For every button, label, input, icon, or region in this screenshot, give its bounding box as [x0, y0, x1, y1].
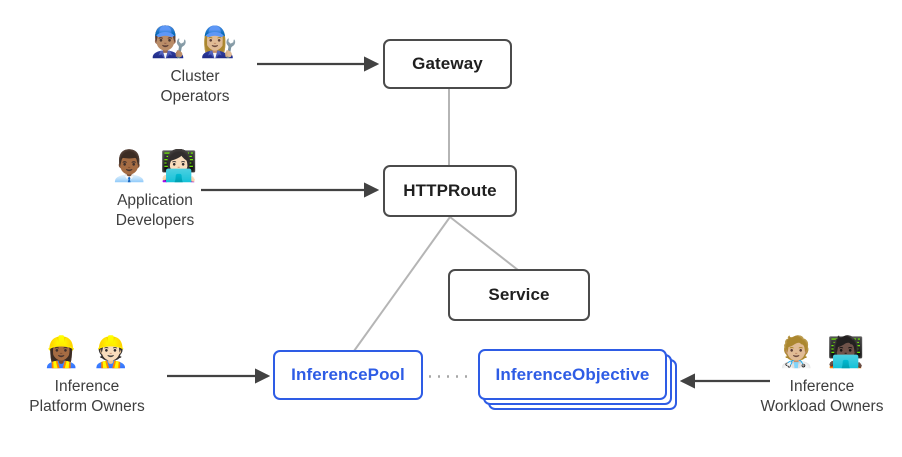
node-httproute: HTTPRoute — [383, 165, 517, 217]
application-developers-label-line2: Developers — [115, 212, 195, 229]
node-inferenceobjective-label: InferenceObjective — [495, 364, 650, 384]
persona-inference-workload-owners: 🧑🏼‍⚕️ 🧑🏿‍💻 Inference Workload Owners — [740, 334, 902, 417]
node-inferencepool: InferencePool — [273, 350, 423, 400]
inference-platform-owners-label-line2: Platform Owners — [29, 398, 145, 415]
application-developers-label: Application Developers — [75, 191, 235, 231]
application-developers-label-line1: Application — [117, 192, 193, 209]
edge-httproute-service — [449, 216, 519, 271]
inference-workload-owners-label-line2: Workload Owners — [760, 398, 884, 415]
cluster-operators-label-line2: Operators — [160, 88, 230, 105]
persona-application-developers: 👨🏾‍💼 👩🏻‍💻 Application Developers — [75, 148, 235, 231]
inference-platform-owners-emoji: 👷🏾‍♀️ 👷🏻 — [42, 336, 132, 369]
inference-workload-owners-label-line1: Inference — [789, 378, 855, 395]
persona-cluster-operators: 👨🏽‍🔧 👩🏼‍🔧 Cluster Operators — [115, 24, 275, 107]
node-gateway: Gateway — [383, 39, 512, 89]
inference-platform-owners-label-line1: Inference — [54, 378, 120, 395]
node-inferenceobjective: InferenceObjective — [478, 349, 667, 400]
node-gateway-label: Gateway — [412, 54, 483, 73]
node-service: Service — [448, 269, 590, 321]
persona-inference-platform-owners: 👷🏾‍♀️ 👷🏻 Inference Platform Owners — [5, 334, 169, 417]
cluster-operators-emoji: 👨🏽‍🔧 👩🏼‍🔧 — [150, 26, 240, 59]
cluster-operators-label-line1: Cluster — [170, 68, 220, 85]
edge-httproute-inferencepool — [353, 216, 451, 352]
node-service-label: Service — [488, 285, 550, 304]
node-httproute-label: HTTPRoute — [403, 181, 497, 200]
inference-workload-owners-label: Inference Workload Owners — [740, 377, 902, 417]
cluster-operators-label: Cluster Operators — [115, 67, 275, 107]
inference-workload-owners-emoji: 🧑🏼‍⚕️ 🧑🏿‍💻 — [777, 336, 867, 369]
node-inferencepool-label: InferencePool — [291, 365, 405, 384]
application-developers-emoji: 👨🏾‍💼 👩🏻‍💻 — [110, 150, 200, 183]
node-inferenceobjective-stack: InferenceObjective — [478, 349, 677, 410]
inference-platform-owners-label: Inference Platform Owners — [5, 377, 169, 417]
